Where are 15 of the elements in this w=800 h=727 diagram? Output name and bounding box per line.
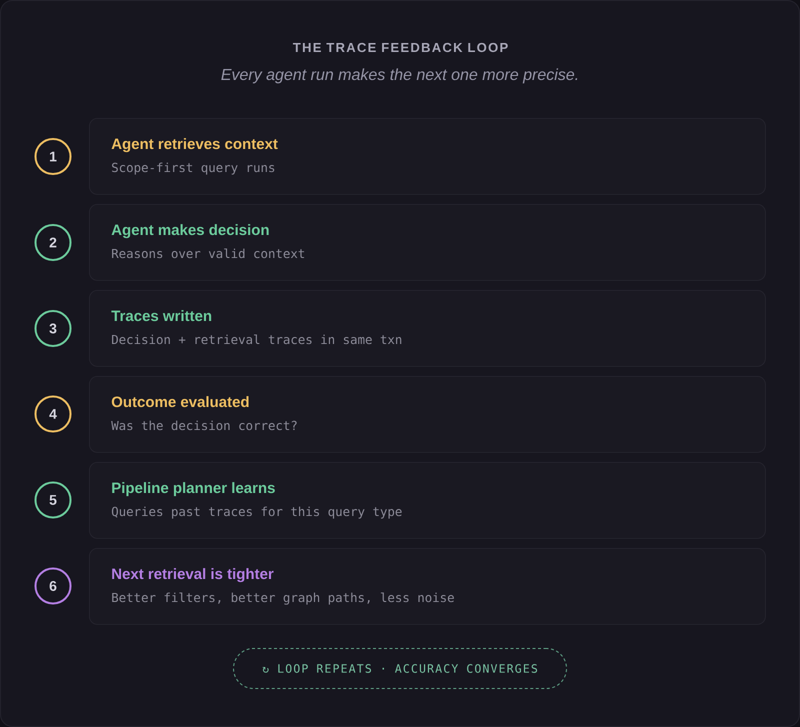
step-title: Agent makes decision bbox=[112, 224, 269, 238]
step-description: Was the decision correct? bbox=[111, 420, 297, 430]
step-description: Decision + retrieval traces in same txn bbox=[112, 334, 402, 344]
step-title: Pipeline planner learns bbox=[112, 482, 275, 496]
step-description: Reasons over valid context bbox=[112, 248, 304, 258]
step-description: Scope-first query runs bbox=[112, 162, 274, 175]
step-title: Agent retrieves context bbox=[112, 138, 278, 152]
step-title: Next retrieval is tighter bbox=[112, 568, 274, 582]
step-title: Outcome evaluated bbox=[112, 396, 249, 408]
footer-pill: ↻ LOOP REPEATS · ACCURACY CONVERGES bbox=[233, 648, 567, 689]
subtitle: Every agent run makes the next one more precise. bbox=[221, 68, 578, 84]
title: THE TRACE FEEDBACK LOOP bbox=[292, 42, 508, 52]
step-description: Queries past traces for this query type bbox=[112, 506, 402, 519]
step-description: Better filters, better graph paths, less noise bbox=[112, 592, 454, 605]
step-title: Traces written bbox=[111, 310, 212, 322]
